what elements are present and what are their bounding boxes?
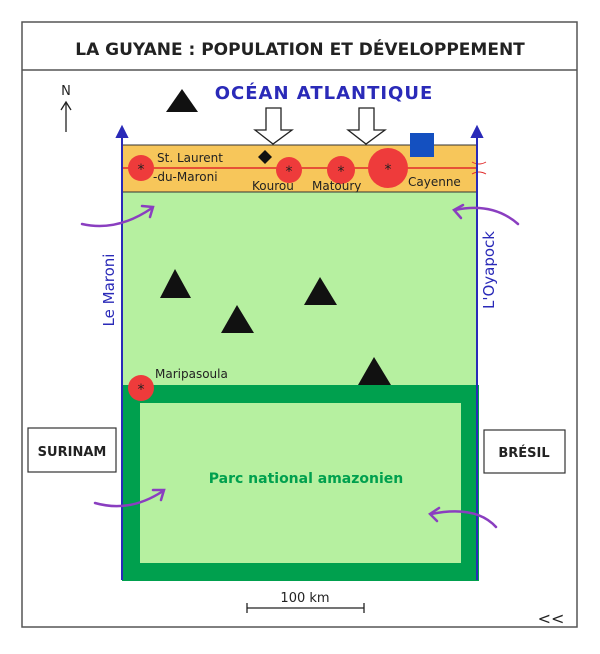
svg-text:*: *: [138, 162, 145, 178]
city-label-st-laurent: St. Laurent: [157, 151, 223, 165]
city-matoury-icon: [327, 156, 355, 184]
svg-text:N: N: [61, 84, 71, 99]
map-frame: [21, 21, 578, 628]
triangle-icon: [358, 357, 391, 385]
migration-arrows: [80, 203, 520, 529]
park-border: [122, 385, 479, 581]
curved-arrow-icon: [93, 488, 166, 508]
arrival-arrows: [253, 107, 387, 145]
space-center-square-icon: [410, 133, 434, 157]
bresil-label: BRÉSIL: [498, 445, 549, 461]
city-st-laurent-icon: [128, 155, 154, 181]
scale-bar: [246, 603, 365, 613]
svg-text:*: *: [338, 164, 345, 180]
river-label-left: Le Maroni: [100, 254, 118, 327]
curved-arrow-icon: [80, 204, 155, 228]
bridge-icon: [471, 161, 487, 175]
city-label-cayenne: Cayenne: [408, 175, 461, 189]
scale-label: 100 km: [280, 591, 329, 606]
svg-text:*: *: [385, 162, 392, 178]
city-label-kourou: Kourou: [252, 179, 294, 193]
triangle-icon: [221, 305, 254, 333]
city-label-maripasoula: Maripasoula: [155, 367, 228, 381]
park-label: Parc national amazonien: [209, 471, 404, 487]
corner-mark: <<: [538, 609, 565, 628]
triangle-icon: [160, 269, 191, 298]
down-arrow-icon: [253, 107, 294, 145]
river-label-right: L'Oyapock: [480, 231, 498, 309]
ocean-label: OCÉAN ATLANTIQUE: [215, 82, 434, 104]
city-label-matoury: Matoury: [312, 179, 361, 193]
triangle-markers: [160, 89, 391, 385]
triangle-icon: [304, 277, 337, 305]
surinam-box: [27, 427, 117, 473]
curved-arrow-icon: [428, 506, 498, 529]
curved-arrow-icon: [452, 203, 520, 226]
map-title: LA GUYANE : POPULATION ET DÉVELOPPEMENT: [75, 38, 525, 60]
city-maripasoula-icon: [128, 375, 154, 401]
bresil-box: [483, 429, 566, 474]
svg-text:*: *: [286, 164, 293, 180]
triangle-icon: [166, 89, 198, 112]
city-cayenne-icon: [368, 148, 408, 188]
city-markers: [128, 148, 408, 401]
city-asterisks: * * * * *: [138, 162, 392, 398]
diamond-icon: [258, 150, 272, 164]
svg-text:*: *: [138, 382, 145, 398]
down-arrow-icon: [346, 107, 387, 145]
surinam-label: SURINAM: [38, 445, 107, 460]
north-arrow-icon: N: [60, 84, 72, 132]
city-label-du-maroni: -du-Maroni: [153, 170, 218, 184]
city-kourou-icon: [276, 157, 302, 183]
